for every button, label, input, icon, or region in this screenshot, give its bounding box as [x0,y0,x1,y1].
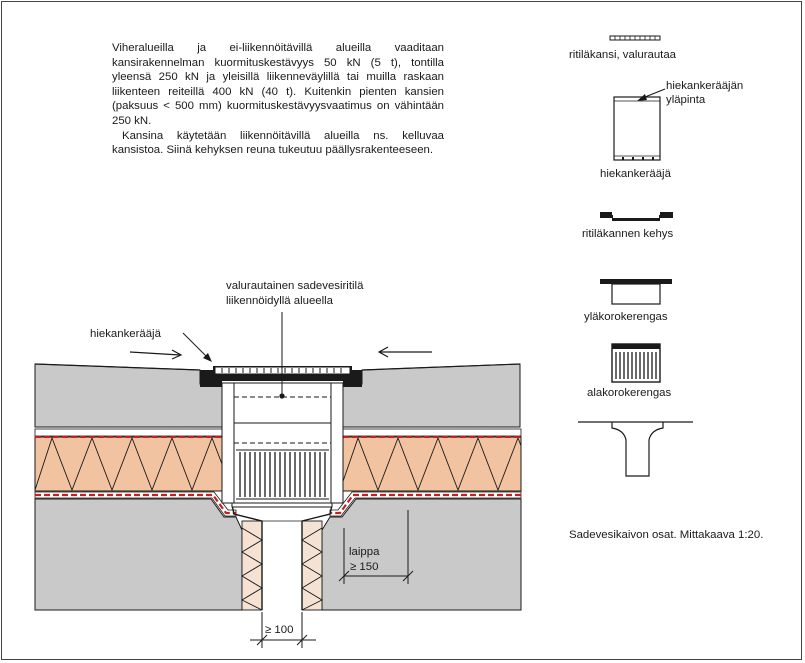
section-title-line2: liikennöidyllä alueella [226,295,334,307]
part-upper-ring-label: yläkorokerengas [584,311,668,323]
figure-caption: Sadevesikaivon osat. Mittakaava 1:20. [569,529,764,541]
flange-dimension [338,510,414,584]
flange-dim-label: ≥ 150 [350,561,378,573]
top-slab-right [342,363,521,428]
membrane-right [329,491,522,517]
part-sand-trap-top-label-line2: yläpinta [666,94,706,106]
insulation-right [342,436,522,492]
pipe-dimension [250,612,316,648]
part-grate-frame [600,212,673,221]
flow-arrow-right-icon [377,346,432,358]
section-title-line1: valurautainen sadevesiritilä [226,280,364,292]
insulation-left [34,436,228,492]
part-sand-trap-top-label-line1: hiekankerääjän [666,80,743,92]
intro-paragraph-1: Viheralueilla ja ei-liikennöitävillä alu… [112,42,444,127]
part-grate-cover [609,35,661,41]
bottom-slab-right [321,498,522,611]
pipe-dim-label: ≥ 100 [265,624,293,636]
part-drain-body [578,421,693,477]
part-lower-ring [611,343,661,383]
sand-trap-ribs [239,452,326,497]
flow-arrow-left-icon [129,349,183,360]
intro-paragraph-2: Kansina käytetään liikennöitävillä aluei… [112,129,444,157]
sand-trap-label: hiekankerääjä [90,328,162,340]
part-sand-trap-label: hiekankerääjä [600,168,672,180]
top-slab-left [34,363,223,428]
part-grate-cover-label: ritiläkansi, valurautaa [569,49,677,61]
drain-outlet [231,504,333,610]
bottom-slab-left [34,498,243,611]
part-grate-frame-label: ritiläkannen kehys [582,228,673,240]
cross-section [34,312,522,648]
part-lower-ring-label: alakorokerengas [587,387,672,399]
part-sand-trap [613,88,666,161]
membrane-left [34,491,237,517]
part-upper-ring [600,279,672,305]
flange-label: laippa [349,546,380,558]
intro-text: Viheralueilla ja ei-liikennöitävillä alu… [112,41,444,158]
